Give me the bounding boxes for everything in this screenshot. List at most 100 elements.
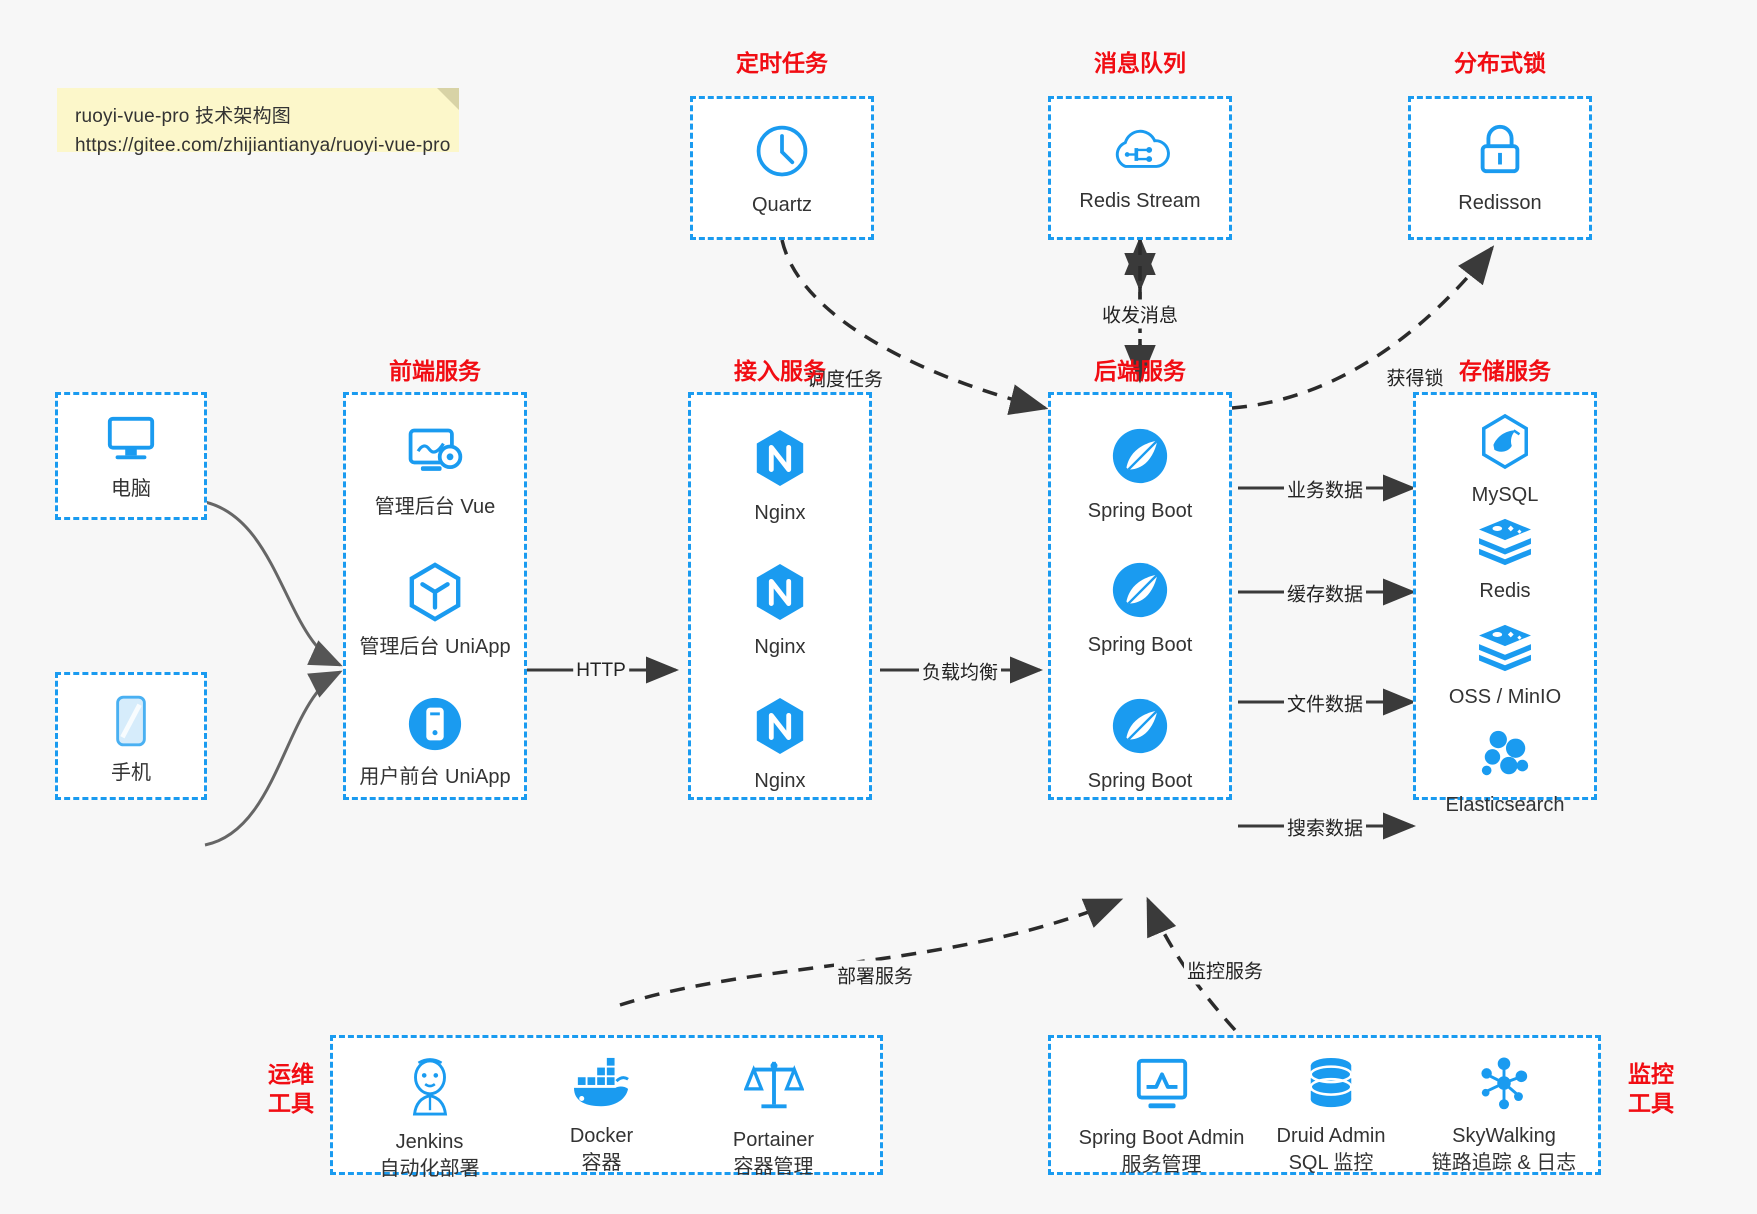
edge-label-message: 收发消息 bbox=[1098, 299, 1182, 329]
node-label-admin-uniapp: 管理后台 UniApp bbox=[359, 636, 511, 658]
dashboard-gear-icon bbox=[346, 425, 524, 488]
node-nginx-2[interactable]: Nginx bbox=[691, 561, 869, 660]
node-label-nginx-2: Nginx bbox=[754, 636, 806, 658]
node-label-springboot-3: Spring Boot bbox=[1087, 770, 1193, 792]
jenkins-butler-icon bbox=[347, 1056, 512, 1123]
node-label-admin-vue: 管理后台 Vue bbox=[374, 496, 496, 518]
node-admin-uniapp[interactable]: 管理后台 UniApp bbox=[346, 561, 524, 660]
node-redis[interactable]: Redis bbox=[1416, 517, 1594, 604]
edge-label-schedule: 调度任务 bbox=[803, 363, 887, 393]
mysql-dolphin-icon bbox=[1416, 413, 1594, 476]
node-portainer[interactable]: Portainer 容器管理 bbox=[691, 1056, 856, 1181]
node-label-redis: Redis bbox=[1479, 580, 1531, 602]
node-quartz[interactable]: Quartz bbox=[693, 121, 871, 218]
node-label-jenkins: Jenkins bbox=[395, 1131, 464, 1153]
docker-whale-icon bbox=[519, 1056, 684, 1117]
node-sub-druid-admin: SQL 监控 bbox=[1288, 1152, 1374, 1174]
node-label-mobile: 手机 bbox=[111, 762, 151, 784]
nginx-icon bbox=[691, 427, 869, 494]
edge-label-loadbalance: 负载均衡 bbox=[918, 656, 1002, 686]
group-lock: Redisson bbox=[1408, 96, 1592, 240]
node-elasticsearch[interactable]: Elasticsearch bbox=[1416, 727, 1594, 818]
nginx-icon bbox=[691, 695, 869, 762]
node-springboot-3[interactable]: Spring Boot bbox=[1051, 695, 1229, 794]
node-druid-admin[interactable]: Druid Admin SQL 监控 bbox=[1241, 1056, 1421, 1177]
node-label-nginx-3: Nginx bbox=[754, 770, 806, 792]
edge-label-monitor: 监控服务 bbox=[1183, 955, 1267, 985]
edge-label-business-data: 业务数据 bbox=[1283, 474, 1367, 504]
scales-icon bbox=[691, 1056, 856, 1121]
group-storage: MySQL Redis bbox=[1413, 392, 1597, 816]
node-label-elasticsearch: Elasticsearch bbox=[1445, 794, 1565, 816]
node-label-redisson: Redisson bbox=[1458, 192, 1542, 214]
node-admin-vue[interactable]: 管理后台 Vue bbox=[346, 425, 524, 520]
edge-label-cache-data: 缓存数据 bbox=[1283, 578, 1367, 608]
skywalking-node-icon bbox=[1409, 1056, 1599, 1117]
nginx-icon bbox=[691, 561, 869, 628]
node-redisson[interactable]: Redisson bbox=[1411, 121, 1589, 216]
app-circle-icon bbox=[346, 695, 524, 758]
group-title-devops-line1: 运维 bbox=[268, 1061, 314, 1087]
clock-icon bbox=[693, 121, 871, 186]
node-spring-boot-admin[interactable]: Spring Boot Admin 服务管理 bbox=[1059, 1056, 1264, 1179]
node-nginx-1[interactable]: Nginx bbox=[691, 427, 869, 526]
spring-leaf-icon bbox=[1051, 559, 1229, 626]
node-sub-spring-boot-admin: 服务管理 bbox=[1121, 1154, 1202, 1176]
node-mysql[interactable]: MySQL bbox=[1416, 413, 1594, 508]
node-label-mysql: MySQL bbox=[1471, 484, 1539, 506]
group-monitoring: Spring Boot Admin 服务管理 Druid Admin SQL 监… bbox=[1048, 1035, 1601, 1177]
group-title-backend: 后端服务 bbox=[1094, 358, 1186, 384]
node-sub-jenkins: 自动化部署 bbox=[379, 1158, 480, 1180]
edge-label-search-data: 搜索数据 bbox=[1283, 812, 1367, 842]
database-icon bbox=[1241, 1056, 1421, 1117]
group-title-mq: 消息队列 bbox=[1094, 50, 1186, 76]
group-client-mobile: 手机 bbox=[55, 672, 207, 800]
node-desktop[interactable]: 电脑 bbox=[58, 413, 204, 502]
node-label-springboot-1: Spring Boot bbox=[1087, 500, 1193, 522]
group-frontend: 管理后台 Vue 管理后台 UniApp 用户前台 UniApp bbox=[343, 392, 527, 800]
node-docker[interactable]: Docker 容器 bbox=[519, 1056, 684, 1177]
node-jenkins[interactable]: Jenkins 自动化部署 bbox=[347, 1056, 512, 1183]
note-line-1: ruoyi-vue-pro 技术架构图 bbox=[75, 106, 292, 127]
node-label-portainer: Portainer bbox=[732, 1129, 815, 1151]
node-label-user-uniapp: 用户前台 UniApp bbox=[359, 766, 511, 788]
group-title-monitoring-line1: 监控 bbox=[1628, 1061, 1674, 1087]
node-springboot-1[interactable]: Spring Boot bbox=[1051, 425, 1229, 524]
group-title-gateway: 接入服务 bbox=[734, 358, 826, 384]
group-gateway: Nginx Nginx Nginx bbox=[688, 392, 872, 800]
cloud-stream-icon bbox=[1051, 121, 1229, 182]
node-skywalking[interactable]: SkyWalking 链路追踪 & 日志 bbox=[1409, 1056, 1599, 1177]
note-fold-icon bbox=[437, 88, 459, 110]
lock-icon bbox=[1411, 121, 1589, 184]
hexagon-cube-icon bbox=[346, 561, 524, 628]
redis-stack-icon bbox=[1416, 623, 1594, 678]
monitor-chart-icon bbox=[1059, 1056, 1264, 1119]
edge-label-http: HTTP bbox=[573, 659, 629, 683]
redis-stack-icon bbox=[1416, 517, 1594, 572]
group-title-frontend: 前端服务 bbox=[389, 358, 481, 384]
group-title-scheduler: 定时任务 bbox=[736, 50, 828, 76]
node-user-uniapp[interactable]: 用户前台 UniApp bbox=[346, 695, 524, 790]
node-label-docker: Docker bbox=[569, 1125, 634, 1147]
node-sub-skywalking: 链路追踪 & 日志 bbox=[1431, 1152, 1577, 1174]
node-springboot-2[interactable]: Spring Boot bbox=[1051, 559, 1229, 658]
edge-label-deploy: 部署服务 bbox=[833, 960, 917, 990]
edge-label-lock: 获得锁 bbox=[1383, 362, 1447, 392]
node-label-springboot-2: Spring Boot bbox=[1087, 634, 1193, 656]
title-note: ruoyi-vue-pro 技术架构图 https://gitee.com/zh… bbox=[57, 88, 459, 156]
spring-leaf-icon bbox=[1051, 425, 1229, 492]
node-label-druid-admin: Druid Admin bbox=[1276, 1125, 1386, 1147]
group-title-monitoring-line2: 工具 bbox=[1628, 1089, 1674, 1116]
node-nginx-3[interactable]: Nginx bbox=[691, 695, 869, 794]
group-scheduler: Quartz bbox=[690, 96, 874, 240]
group-title-storage: 存储服务 bbox=[1459, 358, 1551, 384]
node-mobile[interactable]: 手机 bbox=[58, 693, 204, 786]
node-label-desktop: 电脑 bbox=[111, 478, 151, 500]
node-label-nginx-1: Nginx bbox=[754, 502, 806, 524]
node-redis-stream[interactable]: Redis Stream bbox=[1051, 121, 1229, 214]
node-oss-minio[interactable]: OSS / MinIO bbox=[1416, 623, 1594, 710]
group-title-lock: 分布式锁 bbox=[1454, 50, 1546, 76]
node-label-skywalking: SkyWalking bbox=[1452, 1125, 1556, 1147]
group-title-monitoring: 监控 工具 bbox=[1615, 1060, 1687, 1118]
node-label-redis-stream: Redis Stream bbox=[1079, 190, 1201, 212]
